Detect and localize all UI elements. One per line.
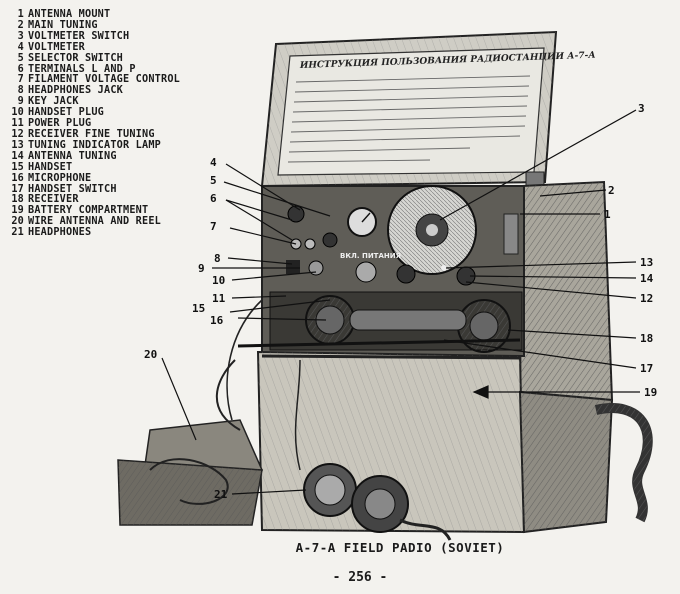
legend-item: 9 KEY JACK <box>10 96 250 108</box>
legend-item-label: VOLTMETER SWITCH <box>28 30 130 42</box>
legend-item: 1 ANTENNA MOUNT <box>10 9 250 21</box>
parts-legend: 1 ANTENNA MOUNT 2 MAIN TUNING 3 VOLTMETER SWI… <box>10 9 250 239</box>
legend-item: 17 HANDSET SWITCH <box>10 183 250 196</box>
callout-9: 9 <box>198 262 205 275</box>
legend-item-number: 8 <box>17 85 24 97</box>
legend-item-label: MAIN TUNING <box>28 19 98 31</box>
legend-item: 18 RECEIVER <box>10 194 250 206</box>
callout-18: 18 <box>640 332 653 345</box>
legend-item-number: 12 <box>11 128 24 140</box>
callout-6: 6 <box>210 192 217 205</box>
legend-item-number: 9 <box>17 96 24 108</box>
legend-item-label: RECEIVER FINE TUNING <box>28 128 155 140</box>
callout-21: 21 <box>214 488 228 501</box>
lid-instruction-lines <box>287 75 531 163</box>
callout-13: 13 <box>640 256 653 269</box>
figure-caption: A-7-A FIELD PADIO (SOVIET) <box>295 540 505 555</box>
legend-item-number: 13 <box>11 139 24 151</box>
legend-item-number: 20 <box>11 216 24 228</box>
legend-item: 12 RECEIVER FINE TUNING <box>10 128 250 141</box>
callout-14: 14 <box>640 272 654 285</box>
legend-item-label: HANDSET PLUG <box>28 107 105 119</box>
legend-item: 8 HEADPHONES JACK <box>10 85 250 97</box>
callout-2: 2 <box>608 184 615 197</box>
legend-item-number: 5 <box>17 52 24 64</box>
legend-item-label: POWER PLUG <box>28 118 92 130</box>
lid: ИНСТРУКЦИЯ ПОЛЬЗОВАНИЯ РАДИОСТАНЦИИ А-7-… <box>260 30 596 199</box>
legend-item: 20 WIRE ANTENNA AND REEL <box>10 216 250 228</box>
legend-item: 3 VOLTMETER SWITCH <box>10 30 250 43</box>
legend-item: 10 HANDSET PLUG <box>10 107 250 119</box>
legend-item-label: VOLTMETER <box>28 41 86 53</box>
callout-8: 8 <box>214 252 221 265</box>
legend-item-number: 1 <box>17 9 24 20</box>
legend-item-number: 17 <box>11 183 24 195</box>
legend-item: 21 HEADPHONES <box>10 227 250 239</box>
callout-12: 12 <box>640 292 653 305</box>
legend-item-label: ANTENNA TUNING <box>28 150 117 162</box>
legend-item-label: SELECTOR SWITCH <box>28 52 124 64</box>
legend-item: 15 HANDSET <box>10 161 250 174</box>
legend-item: 4 VOLTMETER <box>10 41 250 54</box>
legend-item-label: KEY JACK <box>28 96 79 108</box>
legend-item: 19 BATTERY COMPARTMENT <box>10 205 250 217</box>
callout-1: 1 <box>604 208 611 221</box>
legend-item: 13 TUNING INDICATOR LAMP <box>10 139 250 152</box>
legend-item-number: 4 <box>17 41 24 53</box>
legend-item: 5 SELECTOR SWITCH <box>10 52 250 65</box>
callout-10: 10 <box>212 274 225 287</box>
legend-item-number: 11 <box>11 118 24 130</box>
callout-4: 4 <box>210 156 217 169</box>
legend-item-label: HEADPHONES JACK <box>28 85 124 97</box>
legend-item: 11 POWER PLUG <box>10 118 250 130</box>
legend-item-number: 6 <box>17 63 24 75</box>
callout-17: 17 <box>640 362 653 375</box>
legend-item-number: 10 <box>11 107 24 119</box>
legend-item-number: 21 <box>11 227 24 239</box>
legend-item-label: HANDSET SWITCH <box>28 183 117 195</box>
legend-item-number: 3 <box>17 30 24 42</box>
legend-item-label: RECEIVER <box>28 194 79 206</box>
legend-item: 14 ANTENNA TUNING <box>10 150 250 163</box>
legend-item-number: 7 <box>17 74 24 86</box>
callout-3: 3 <box>638 102 645 115</box>
callout-11: 11 <box>212 292 226 305</box>
callout-20: 20 <box>144 348 157 361</box>
callout-7: 7 <box>210 220 217 233</box>
legend-item-label: HANDSET <box>28 161 73 173</box>
legend-item-label: TUNING INDICATOR LAMP <box>28 139 162 151</box>
legend-item: 2 MAIN TUNING <box>10 19 250 32</box>
legend-item-label: ANTENNA MOUNT <box>28 9 111 20</box>
legend-item-number: 2 <box>17 19 24 31</box>
legend-item-number: 19 <box>11 205 24 217</box>
legend-item-number: 16 <box>11 172 24 184</box>
legend-item-number: 18 <box>11 194 24 206</box>
legend-item-label: HEADPHONES <box>28 227 92 239</box>
legend-item-label: BATTERY COMPARTMENT <box>28 205 149 217</box>
callout-16: 16 <box>210 314 224 327</box>
legend-item-number: 14 <box>11 150 24 162</box>
legend-item: 7 FILAMENT VOLTAGE CONTROL <box>10 74 250 86</box>
callout-19: 19 <box>644 386 657 399</box>
legend-item: 16 MICROPHONE <box>10 172 250 185</box>
legend-item: 6 TERMINALS L AND P <box>10 63 250 76</box>
wire-antenna-reel <box>117 299 264 526</box>
callout-leaders <box>161 109 640 495</box>
legend-item-label: MICROPHONE <box>28 172 92 184</box>
power-switch-label: ВКЛ. ПИТАНИЯ <box>340 252 401 260</box>
legend-item-label: FILAMENT VOLTAGE CONTROL <box>28 74 181 86</box>
callout-15: 15 <box>192 302 205 315</box>
legend-item-number: 15 <box>11 161 24 173</box>
legend-item-label: TERMINALS L AND P <box>28 63 136 75</box>
page-number: - 256 - <box>332 570 388 585</box>
legend-item-label: WIRE ANTENNA AND REEL <box>28 216 162 228</box>
callout-5: 5 <box>210 174 217 187</box>
